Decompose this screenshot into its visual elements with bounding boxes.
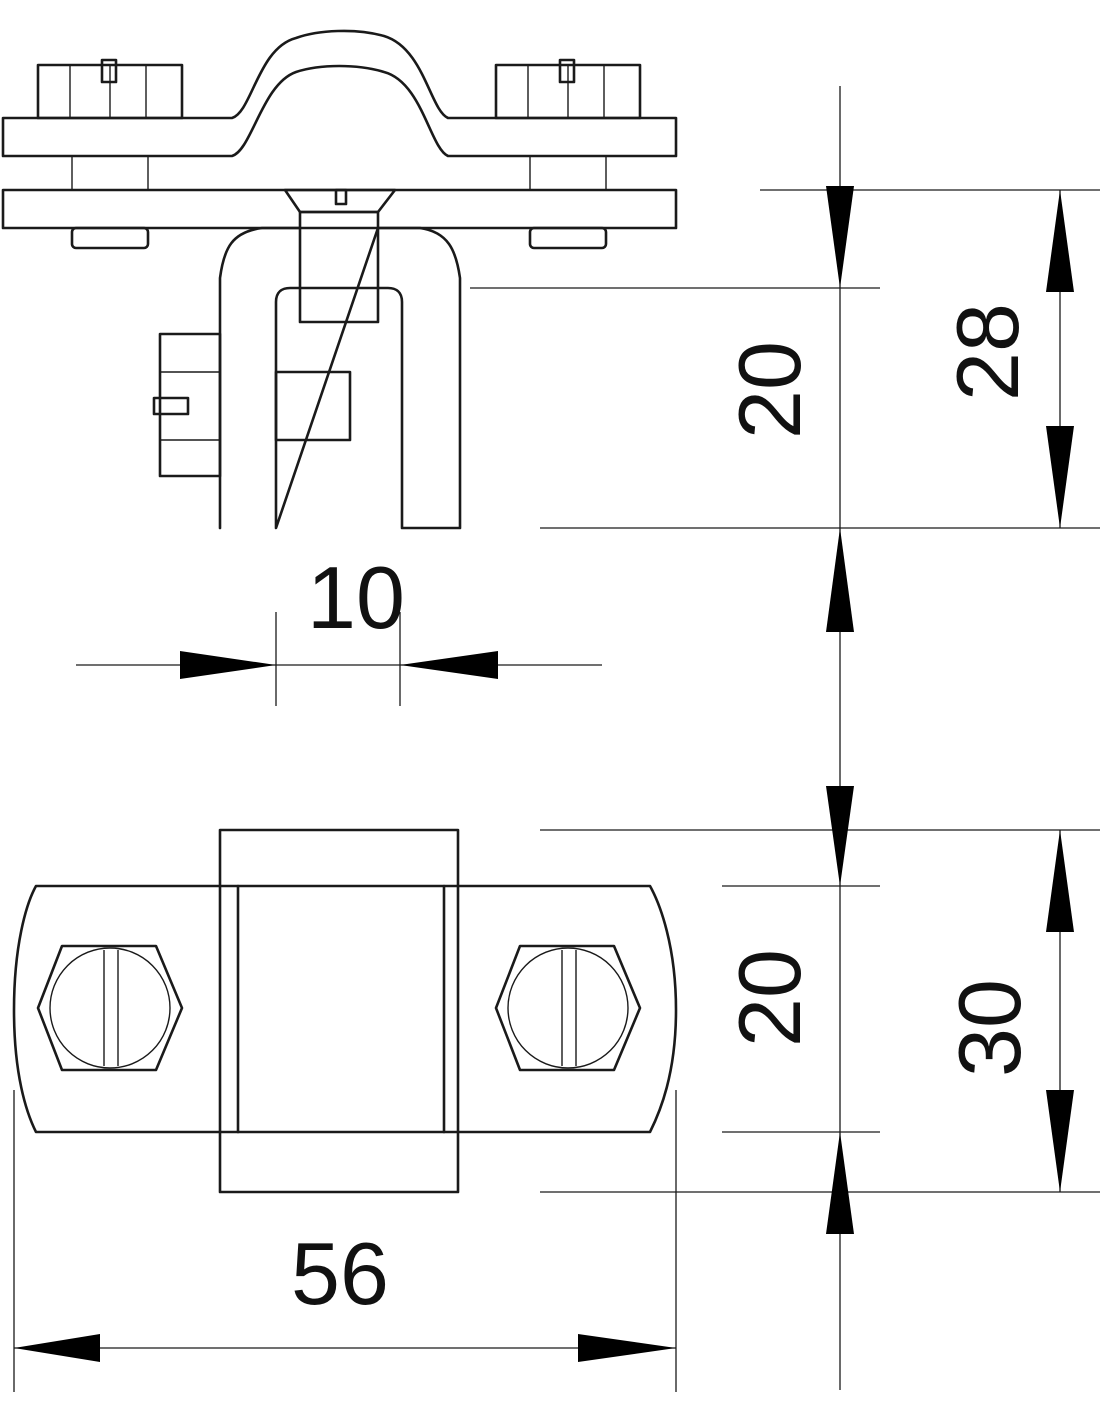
center-screw	[283, 188, 397, 324]
bottom-view	[12, 828, 678, 1194]
dim-label-56: 56	[291, 1224, 389, 1323]
dimension-arrows	[14, 186, 1074, 1362]
clamp-block	[218, 828, 460, 1194]
u-saddle	[218, 226, 462, 530]
dim-label-10: 10	[307, 548, 405, 647]
dim-label-20-top: 20	[720, 341, 819, 439]
dim-label-28: 28	[938, 303, 1037, 401]
dimension-lines	[13, 86, 1100, 1392]
right-bolt	[494, 58, 642, 250]
left-bolt	[36, 58, 184, 250]
dimension-labels: 10 20 28 20 30 56	[291, 303, 1039, 1323]
base-plate	[12, 884, 678, 1134]
right-hex-bolt	[494, 944, 642, 1072]
dim-label-20-bottom: 20	[720, 949, 819, 1047]
upper-plate	[1, 29, 678, 158]
side-screw	[152, 332, 352, 478]
left-hex-bolt	[36, 944, 184, 1072]
lower-plate	[1, 188, 678, 230]
dim-label-30: 30	[940, 979, 1039, 1077]
top-view	[1, 29, 678, 530]
